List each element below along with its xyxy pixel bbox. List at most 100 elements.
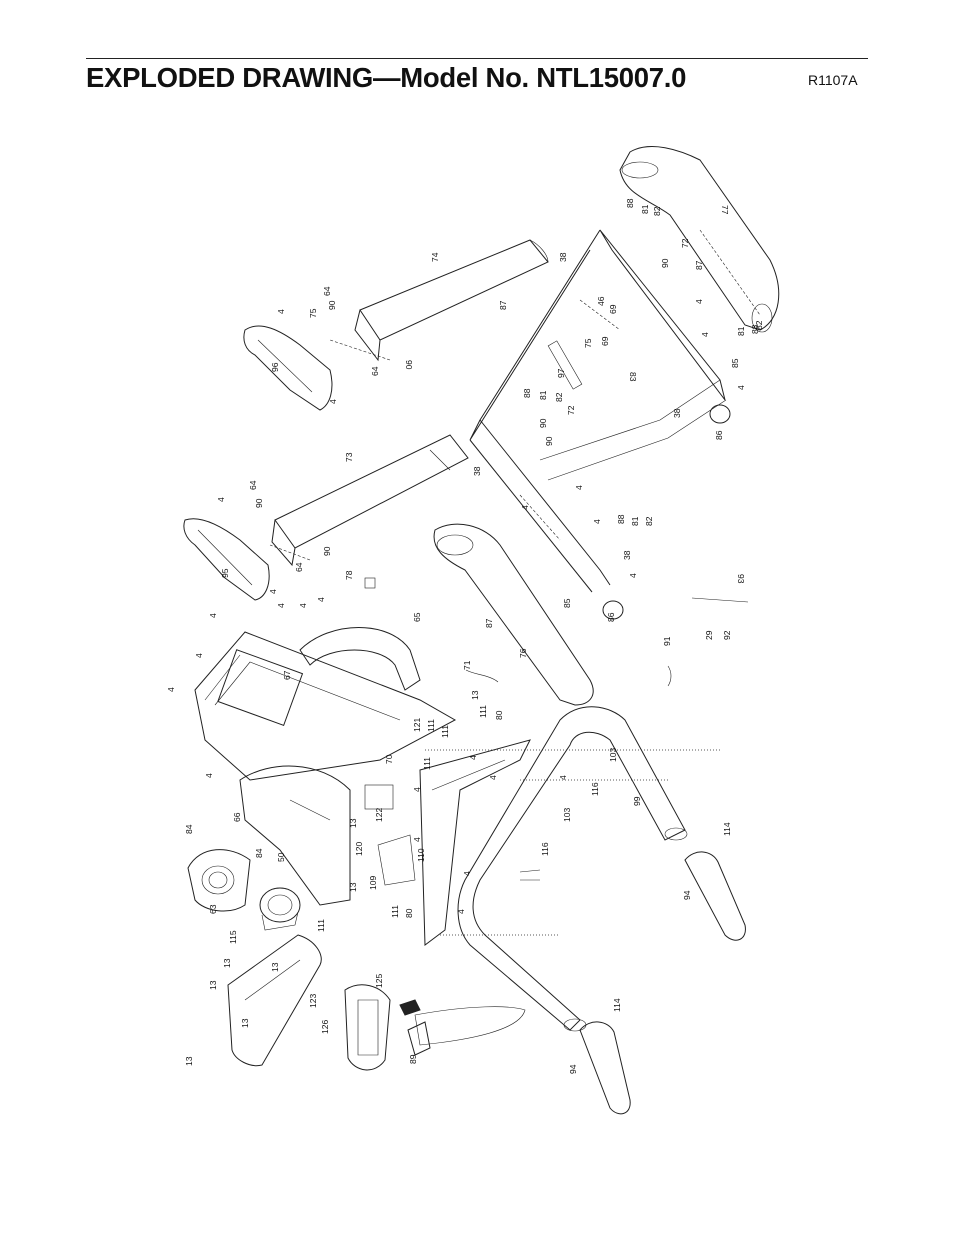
part-label: 4 [194,653,204,658]
part-label: 4 [316,597,326,602]
part-label: 4 [276,309,286,314]
grip-94-upper [684,851,746,941]
part-label: 84 [254,848,264,858]
part-label: 88 [616,514,626,524]
part-label: 80 [404,908,414,918]
part-label: 4 [268,589,278,594]
part-label: 74 [430,252,440,262]
part-label: 121 [412,718,422,732]
part-label: 4 [208,613,218,618]
part-label: 110 [416,848,426,862]
part-label: 111 [478,705,488,718]
part-label: 111 [316,919,326,932]
part-label: 38 [558,252,568,262]
part-label: 63 [208,904,218,914]
part-label: 82 [652,206,662,216]
handrail-99 [457,706,688,1032]
part-label: 90 [660,258,670,268]
shield-95 [183,518,270,601]
part-label: 87 [498,300,508,310]
speaker-50 [259,887,301,931]
part-label: 111 [390,905,400,918]
upright-base-frame [469,229,727,593]
part-label: 82 [554,392,564,402]
part-label: 114 [612,998,622,1012]
chest-strap [344,984,526,1071]
bracket-110 [419,739,531,946]
part-label: 4 [574,485,584,490]
part-label: 4 [166,687,176,692]
part-label: 82 [754,320,764,330]
part-label: 109 [368,876,378,890]
part-label: 69 [600,336,610,346]
part-label: 4 [298,603,308,608]
part-label: 13 [470,690,480,700]
part-label: 92 [722,630,732,640]
handle-65 [299,627,421,691]
part-label: 4 [700,332,710,337]
header-rule [86,58,868,59]
part-label: 94 [682,890,692,900]
part-label: 38 [622,550,632,560]
grip-94-lower [579,1021,631,1115]
part-label: 94 [568,1064,578,1074]
console-base-66 [239,765,351,906]
part-label: 84 [184,824,194,834]
part-label: 78 [344,570,354,580]
part-label: 90 [544,436,554,446]
part-label: 70 [384,754,394,764]
part-labels: 77 88 81 82 72 90 87 74 38 4 46 69 75 69… [166,198,764,1074]
part-label: 46 [596,296,606,306]
part-label: 88 [750,324,760,334]
part-label: 83 [628,372,638,382]
part-label: 4 [462,871,472,876]
part-label: 90 [322,546,332,556]
part-label: 13 [208,980,218,990]
small-parts [364,404,749,886]
part-label: 38 [472,466,482,476]
part-label: 72 [680,238,690,248]
console-67 [194,631,457,781]
part-label: 90 [327,300,337,310]
part-label: 123 [308,994,318,1008]
part-label: 13 [348,882,358,892]
part-label: 38 [672,408,682,418]
part-label: 64 [294,562,304,572]
part-label: 4 [328,399,338,404]
part-label: 81 [736,326,746,336]
part-label: 103 [608,748,618,762]
part-label: 90 [254,498,264,508]
part-label: 77 [720,205,730,215]
part-label: 116 [540,842,550,856]
part-label: 66 [232,812,242,822]
part-label: 64 [248,480,258,490]
part-label: 64 [322,286,332,296]
upright-77 [619,146,780,333]
part-label: 4 [592,519,602,524]
part-label: 120 [354,842,364,856]
part-label: 80 [494,710,504,720]
upright-76 [433,523,594,706]
part-label: 65 [412,612,422,622]
part-label: 72 [566,405,576,415]
part-label: 4 [694,299,704,304]
part-label: 81 [640,204,650,214]
part-label: 90 [404,360,414,370]
part-label: 87 [694,260,704,270]
part-label: 76 [518,648,528,658]
part-label: 87 [484,618,494,628]
page-title: EXPLODED DRAWING—Model No. NTL15007.0 [86,62,687,93]
part-label: 4 [468,755,478,760]
part-label: 13 [222,958,232,968]
part-label: 86 [606,612,616,622]
part-label: 75 [308,308,318,318]
part-label: 29 [704,630,714,640]
part-label: 114 [722,822,732,836]
part-label: 4 [488,775,498,780]
part-label: 4 [628,573,638,578]
part-label: 81 [630,516,640,526]
part-label: 64 [370,366,380,376]
part-label: 4 [558,775,568,780]
cover-123 [227,934,322,1067]
